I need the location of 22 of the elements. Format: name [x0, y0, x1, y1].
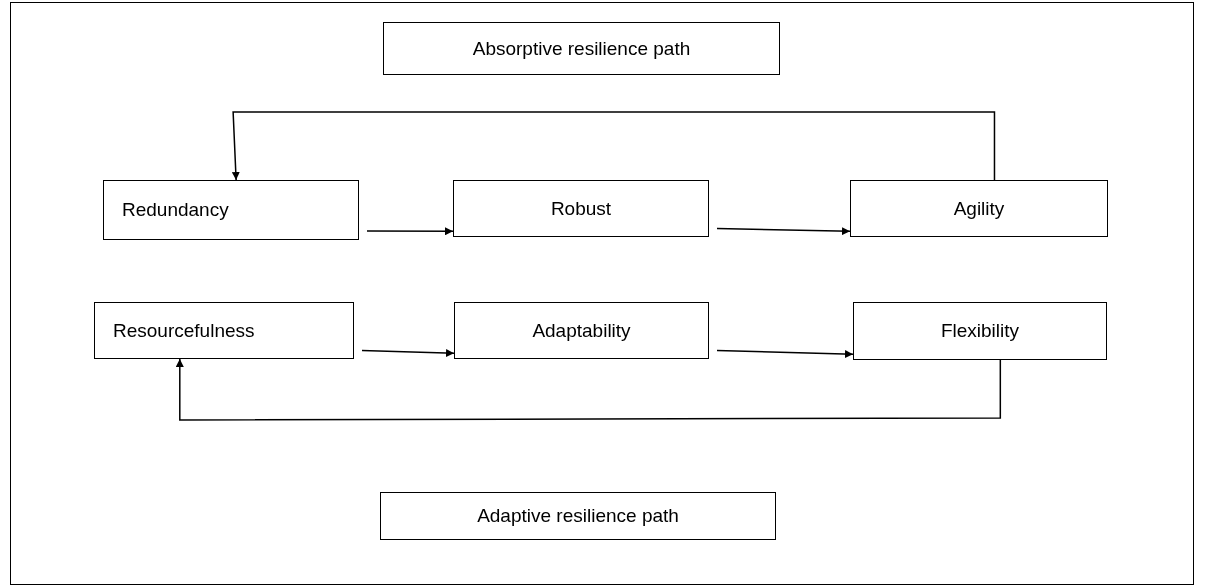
arrow — [175, 358, 1002, 421]
box-label: Redundancy — [122, 199, 229, 221]
box-label: Adaptive resilience path — [477, 505, 679, 527]
process-box — [850, 180, 1108, 237]
arrow — [231, 111, 996, 181]
process-box — [94, 302, 354, 359]
box-label: Absorptive resilience path — [472, 37, 691, 60]
arrow — [366, 227, 454, 236]
arrow — [716, 227, 851, 236]
arrow — [716, 349, 854, 358]
arrow — [361, 349, 455, 358]
process-box — [453, 180, 709, 237]
box-label: Flexibility — [940, 320, 1020, 342]
box-label: Adaptability — [532, 319, 631, 342]
heading-box — [383, 22, 780, 75]
process-box — [853, 302, 1107, 360]
box-label: Robust — [550, 197, 612, 220]
process-box — [103, 180, 359, 240]
heading-box — [380, 492, 776, 540]
box-label: Agility — [953, 197, 1005, 220]
box-label: Resourcefulness — [113, 319, 255, 342]
process-box — [454, 302, 709, 359]
